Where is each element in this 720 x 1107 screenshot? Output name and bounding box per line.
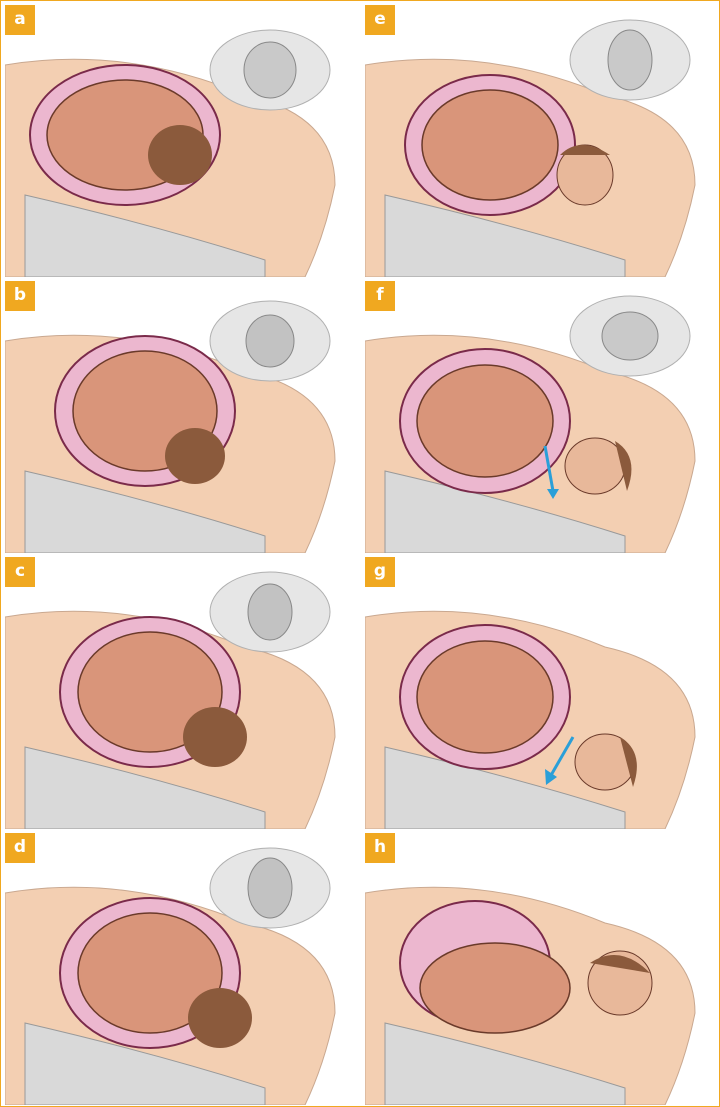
birth-illustration-f xyxy=(365,281,715,553)
pelvis-icon xyxy=(570,296,690,376)
newborn-face-f xyxy=(565,438,625,494)
panel-label-d: d xyxy=(5,833,35,863)
panel-label-h: h xyxy=(365,833,395,863)
panel-label-a: a xyxy=(5,5,35,35)
panel-a: a xyxy=(5,5,355,277)
panel-f: f xyxy=(365,281,715,553)
birth-illustration-b xyxy=(5,281,355,553)
fetal-head-b xyxy=(165,428,225,484)
fetal-head-d xyxy=(188,988,252,1048)
panel-label-c: c xyxy=(5,557,35,587)
pelvis-icon xyxy=(210,301,330,381)
birth-illustration-e xyxy=(365,5,715,277)
birth-illustration-d xyxy=(5,833,355,1105)
pelvis-icon xyxy=(570,20,690,100)
panel-b: b xyxy=(5,281,355,553)
pelvis-icon xyxy=(210,30,330,110)
birth-illustration-g xyxy=(365,557,715,829)
panel-g: g xyxy=(365,557,715,829)
panel-label-g: g xyxy=(365,557,395,587)
panel-h: h xyxy=(365,833,715,1105)
fetal-head-a xyxy=(148,125,212,185)
birth-illustration-a xyxy=(5,5,355,277)
fetal-head-c xyxy=(183,707,247,767)
panel-label-f: f xyxy=(365,281,395,311)
panel-d: d xyxy=(5,833,355,1105)
panel-e: e xyxy=(365,5,715,277)
panel-c: c xyxy=(5,557,355,829)
pelvis-icon xyxy=(210,572,330,652)
birth-illustration-h xyxy=(365,833,715,1105)
panel-label-b: b xyxy=(5,281,35,311)
pelvis-icon xyxy=(210,848,330,928)
panel-label-e: e xyxy=(365,5,395,35)
birth-illustration-c xyxy=(5,557,355,829)
